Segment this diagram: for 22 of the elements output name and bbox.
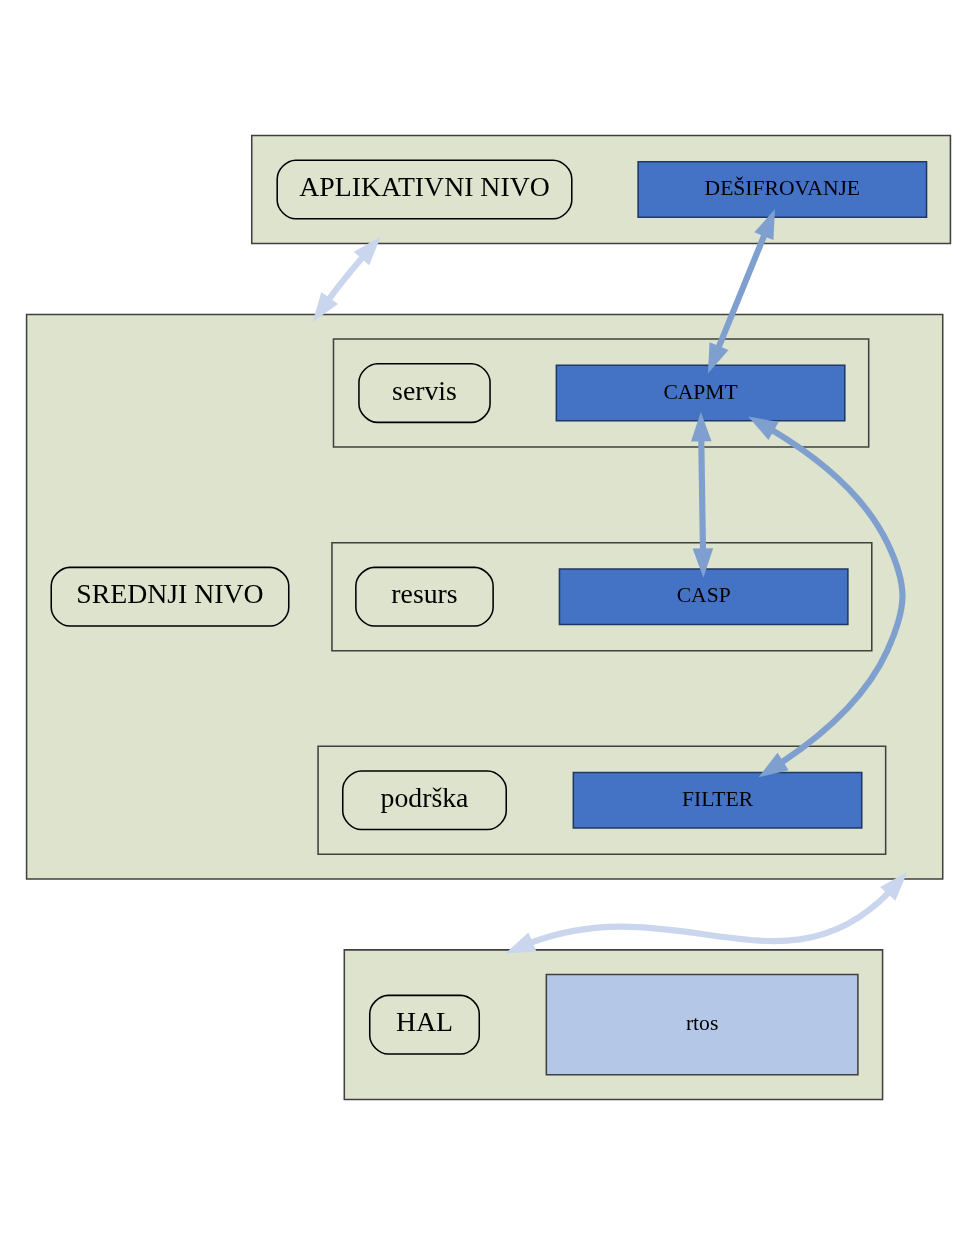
arrow bbox=[691, 411, 714, 578]
arrow bbox=[505, 871, 908, 954]
cluster bbox=[332, 337, 870, 448]
cluster bbox=[25, 313, 944, 880]
node-box: servis bbox=[358, 362, 491, 423]
arrow bbox=[312, 235, 381, 322]
node-box: podrška bbox=[342, 769, 507, 830]
node-box: resurs bbox=[355, 566, 494, 627]
node-box: SREDNJI NIVO bbox=[50, 566, 290, 627]
cluster bbox=[251, 134, 952, 244]
node-box: CASP bbox=[558, 567, 849, 625]
node-box: HAL bbox=[368, 994, 480, 1055]
node-box: rtos bbox=[545, 973, 859, 1076]
arrow bbox=[707, 208, 775, 373]
cluster bbox=[331, 541, 873, 651]
arrow bbox=[748, 415, 906, 777]
node-box: FILTER bbox=[572, 771, 863, 829]
node-box: DEŠIFROVANJE bbox=[637, 160, 928, 218]
cluster bbox=[317, 745, 887, 855]
node-box: APLIKATIVNI NIVO bbox=[276, 158, 573, 220]
node-box: CAPMT bbox=[555, 364, 846, 422]
cluster bbox=[343, 948, 884, 1100]
